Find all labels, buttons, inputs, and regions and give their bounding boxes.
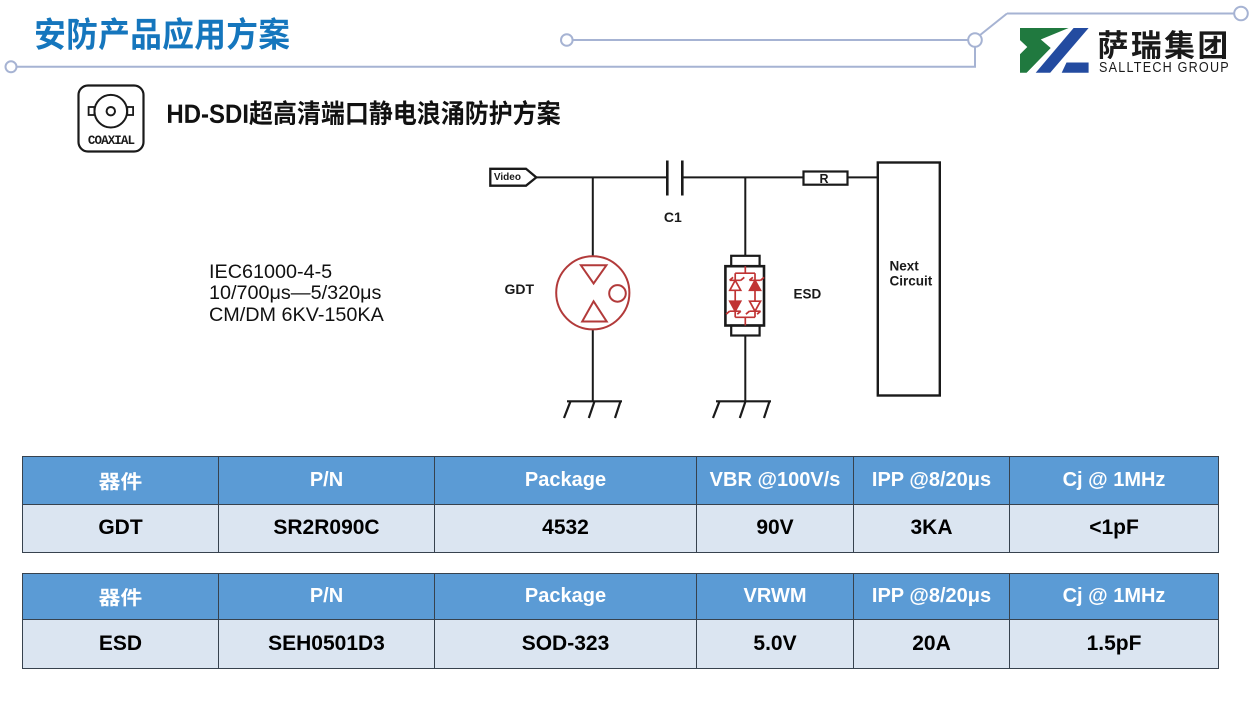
svg-text:Video: Video (494, 172, 521, 183)
svg-text:R: R (820, 172, 829, 186)
svg-text:GDT: GDT (505, 281, 535, 297)
svg-text:Circuit: Circuit (890, 274, 933, 289)
svg-text:ESD: ESD (794, 286, 822, 301)
svg-text:Next: Next (890, 258, 920, 273)
svg-text:C1: C1 (664, 209, 682, 225)
